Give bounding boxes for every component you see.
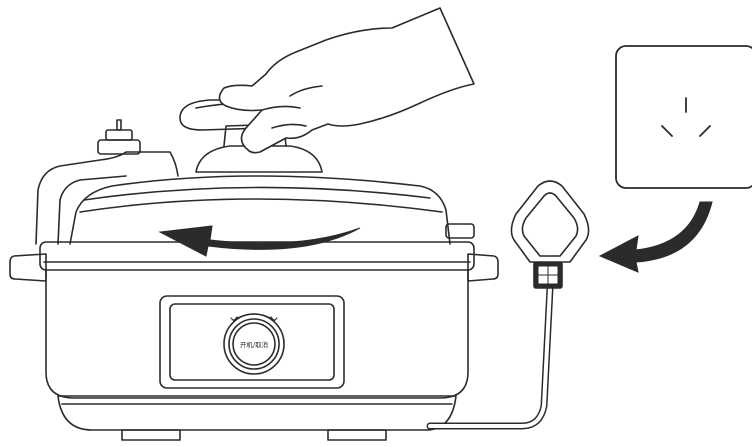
hand-icon [219, 8, 474, 153]
power-socket-icon [616, 46, 752, 188]
knob-label: 开机/取消 [240, 340, 269, 349]
power-cord [430, 288, 550, 426]
counterclockwise-arrow-icon [160, 226, 360, 256]
power-plug-icon [511, 181, 588, 288]
curved-arrow-icon [600, 202, 712, 272]
